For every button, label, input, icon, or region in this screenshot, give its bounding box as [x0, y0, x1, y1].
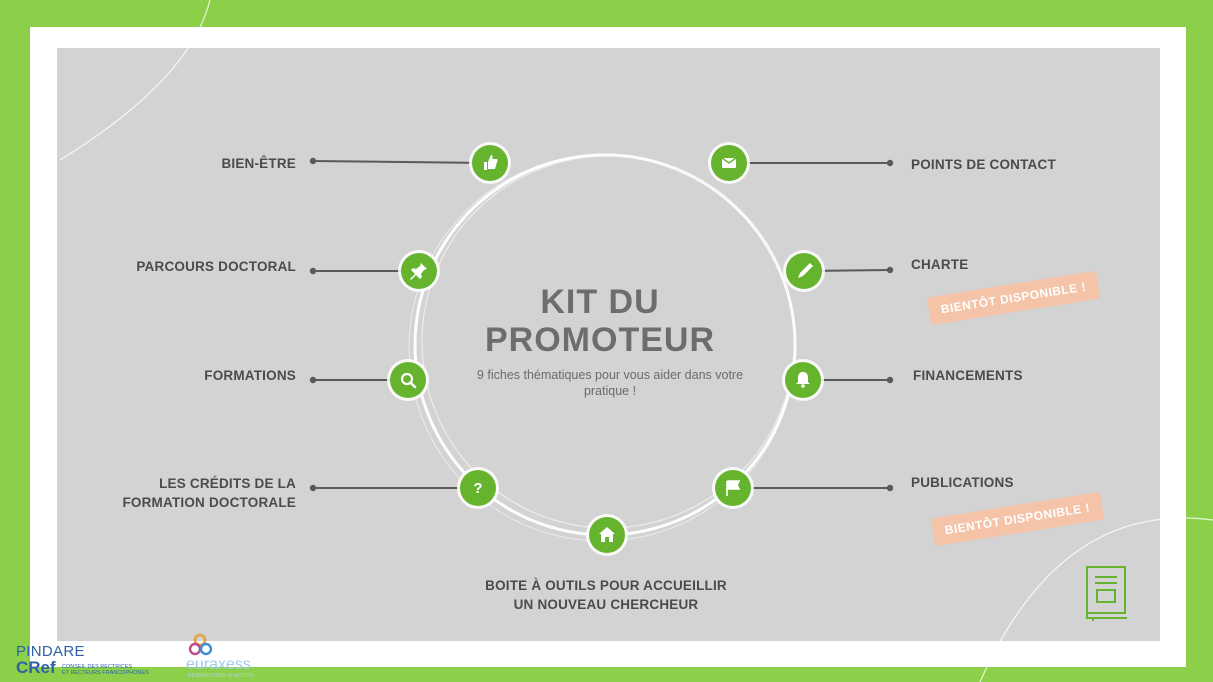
bell-icon[interactable]	[782, 359, 824, 401]
euraxess-logo-text: euraxess	[186, 656, 251, 673]
cref-logo-subtitle: CONSEIL DES RECTRICES ET RECTEURS FRANCO…	[62, 664, 149, 676]
topic-label-bien-etre[interactable]: BIEN-ÊTRE	[221, 156, 296, 171]
topic-label-financements[interactable]: FINANCEMENTS	[913, 368, 1023, 383]
book-icon[interactable]	[1083, 565, 1131, 621]
connector-dot-formations	[309, 376, 317, 384]
connector-dot-publications	[886, 484, 894, 492]
svg-text:?: ?	[473, 480, 482, 497]
topic-label-publications[interactable]: PUBLICATIONS	[911, 475, 1014, 490]
kit-title: KIT DU PROMOTEUR	[485, 283, 715, 359]
kit-subtitle: 9 fiches thématiques pour vous aider dan…	[476, 368, 744, 398]
topic-label-boite-a-outils[interactable]: BOITE À OUTILS POUR ACCUEILLIR UN NOUVEA…	[485, 578, 727, 612]
connector-dot-financements	[886, 376, 894, 384]
euraxess-logo-subtitle: RESEARCHERS IN MOTION	[188, 673, 254, 679]
connector-dot-bien-etre	[309, 157, 317, 165]
question-icon[interactable]: ?	[457, 467, 499, 509]
topic-label-parcours-doctoral[interactable]: PARCOURS DOCTORAL	[136, 259, 296, 274]
thumbs-up-icon[interactable]	[469, 142, 511, 184]
home-icon[interactable]	[586, 514, 628, 556]
topic-label-points-de-contact[interactable]: POINTS DE CONTACT	[911, 157, 1056, 172]
connector-dot-points-contact	[886, 159, 894, 167]
envelope-icon[interactable]	[708, 142, 750, 184]
connector-dot-charte	[886, 266, 894, 274]
flag-icon[interactable]	[712, 467, 754, 509]
topic-label-charte[interactable]: CHARTE	[911, 257, 969, 272]
topic-label-credits[interactable]: LES CRÉDITS DE LA FORMATION DOCTORALE	[122, 476, 296, 510]
connector-bien-etre	[312, 160, 491, 164]
connector-dot-parcours	[309, 267, 317, 275]
pushpin-icon[interactable]	[398, 250, 440, 292]
cref-logo: CRef	[16, 658, 56, 677]
pindare-logo: PINDARE	[16, 643, 85, 660]
connector-dot-credits	[309, 484, 317, 492]
euraxess-logo-mark	[188, 633, 213, 656]
search-icon[interactable]	[387, 359, 429, 401]
pen-icon[interactable]	[783, 250, 825, 292]
topic-label-formations[interactable]: FORMATIONS	[204, 368, 296, 383]
